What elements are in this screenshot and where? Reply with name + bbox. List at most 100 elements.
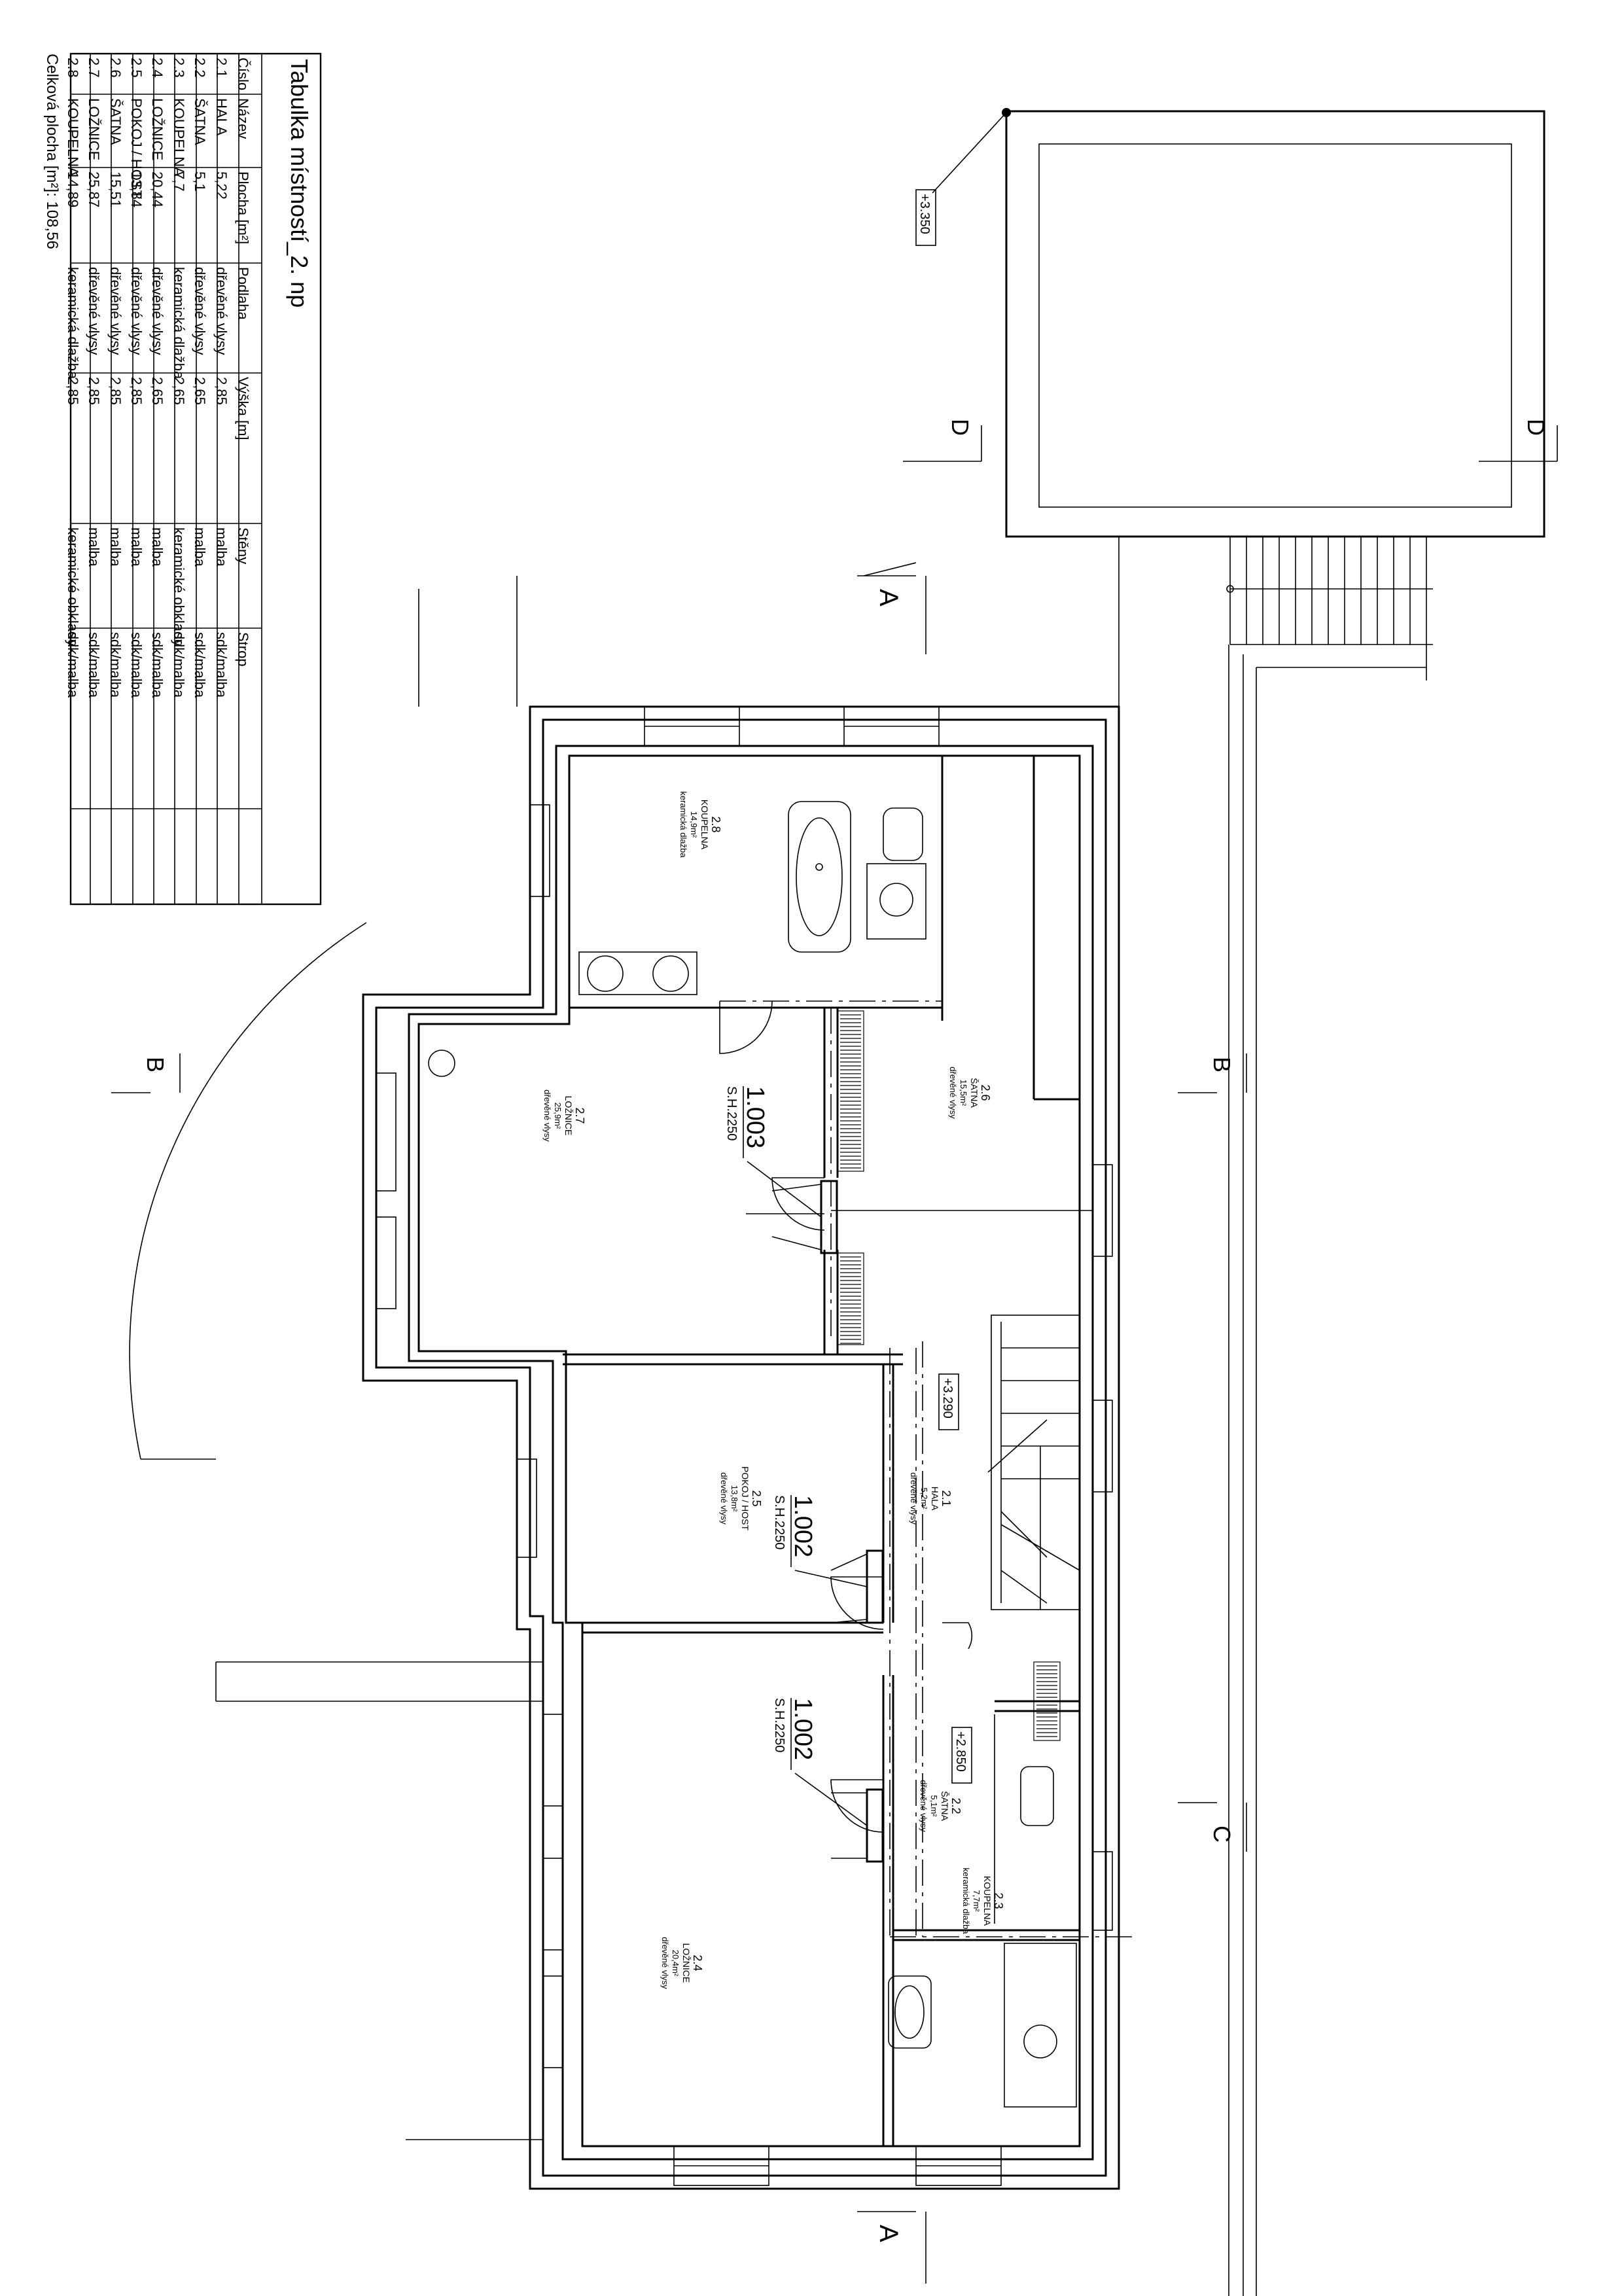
table-cell: keramická dlažba <box>171 267 187 380</box>
room-label-2-3: 2.3 KOUPELNA 7,7m² keramická dlažba <box>961 1867 1005 1934</box>
svg-text:dřevěné vlysy: dřevěné vlysy <box>909 1472 919 1525</box>
svg-text:dřevěné vlysy: dřevěné vlysy <box>542 1089 552 1142</box>
section-marks: A A B B C D D <box>111 419 1558 2284</box>
svg-text:keramická dlažba: keramická dlažba <box>679 791 688 858</box>
level-mark-2: +3.290 <box>940 1378 955 1419</box>
section-label-a-top: A <box>874 589 903 607</box>
table-cell: 2,65 <box>192 377 208 405</box>
section-label-a-bottom: A <box>874 2225 903 2242</box>
table-title: Tabulka místností_2. np <box>286 59 313 308</box>
table-cell: dřevěné vlysy <box>128 267 145 355</box>
svg-text:S.H.2250: S.H.2250 <box>772 1495 786 1549</box>
svg-text:25,9m²: 25,9m² <box>553 1103 563 1129</box>
table-header-cell: Číslo <box>235 58 251 90</box>
svg-text:S.H.2250: S.H.2250 <box>724 1086 739 1140</box>
building-walls <box>362 705 1120 2190</box>
table-total: Celková plocha [m²]: 108,56 <box>43 54 61 249</box>
table-cell: keramické obklady <box>65 527 81 646</box>
svg-text:dřevěné vlysy: dřevěné vlysy <box>919 1780 928 1832</box>
room-labels: 2.8 KOUPELNA 14,9m² keramická dlažba 2.7… <box>542 791 1005 1989</box>
room-label-2-4: 2.4 LOŽNICE 20,4m² dřevěné vlysy <box>660 1937 704 1989</box>
section-label-d-right: D <box>1523 419 1549 436</box>
table-cell: 5,1 <box>192 171 208 192</box>
windows <box>376 706 1113 2186</box>
level-mark-3: +2.850 <box>953 1731 968 1772</box>
level-marks: +3.350 +3.290 +2.850 <box>915 189 972 1784</box>
table-cell: sdk/malba <box>107 632 124 698</box>
table-cell: 20,44 <box>149 171 166 207</box>
svg-text:2.4: 2.4 <box>691 1954 704 1971</box>
table-cell: 2,85 <box>65 377 81 405</box>
svg-text:ŠATNA: ŠATNA <box>969 1078 980 1108</box>
table-cell: 2.6 <box>107 58 124 78</box>
table-cell: KOUPELNA <box>65 98 81 177</box>
svg-text:HALA: HALA <box>930 1487 940 1511</box>
unit-label-1002-b: 1.002 S.H.2250 <box>772 1698 817 1770</box>
svg-text:1.002: 1.002 <box>789 1698 817 1760</box>
table-header-cell: Stěny <box>235 527 251 564</box>
table-cell: sdk/malba <box>171 632 187 698</box>
svg-text:2.8: 2.8 <box>709 816 722 832</box>
table-cell: malba <box>192 527 208 567</box>
table-cell: malba <box>213 527 230 567</box>
room-label-2-8: 2.8 KOUPELNA 14,9m² keramická dlažba <box>679 791 722 858</box>
svg-text:POKOJ / HOST: POKOJ / HOST <box>740 1466 750 1530</box>
table-cell: keramická dlažba <box>65 267 81 380</box>
table-cell: 2,65 <box>149 377 166 405</box>
table-cell: LOŽNICE <box>149 98 166 160</box>
table-cell: POKOJ / HOST <box>128 98 145 199</box>
table-cell: sdk/malba <box>128 632 145 698</box>
svg-text:5,2m²: 5,2m² <box>919 1487 929 1510</box>
svg-text:5,1m²: 5,1m² <box>929 1795 939 1817</box>
svg-text:20,4m²: 20,4m² <box>671 1950 680 1977</box>
svg-text:2.3: 2.3 <box>992 1892 1005 1909</box>
table-cell: HALA <box>213 98 230 136</box>
table-cell: 2.2 <box>192 58 208 78</box>
unit-labels: 1.003 S.H.2250 1.002 S.H.2250 1.002 S.H.… <box>724 1086 868 1826</box>
table-cell: 2,65 <box>171 377 187 405</box>
table-cell: sdk/malba <box>213 632 230 698</box>
svg-text:15,5m²: 15,5m² <box>959 1080 968 1106</box>
unit-label-1003: 1.003 S.H.2250 <box>724 1086 769 1158</box>
site-outlines <box>129 576 543 2140</box>
table-cell: 2.7 <box>86 58 102 78</box>
table-header-cell: Plocha [m²] <box>235 171 251 244</box>
table-cell: malba <box>107 527 124 567</box>
sanitary-fixtures <box>428 801 1077 2108</box>
svg-text:14,9m²: 14,9m² <box>689 811 699 838</box>
section-label-b-left: B <box>142 1057 169 1072</box>
table-cell: 2,85 <box>128 377 145 405</box>
table-cell: 2.5 <box>128 58 145 78</box>
svg-text:keramická dlažba: keramická dlažba <box>961 1867 971 1934</box>
svg-text:1.002: 1.002 <box>789 1495 817 1557</box>
table-cell: 7,7 <box>171 171 187 192</box>
unit-label-1002-a: 1.002 S.H.2250 <box>772 1495 817 1567</box>
table-cell: 2.3 <box>171 58 187 78</box>
room-schedule-table: Tabulka místností_2. np ČísloNázevPlocha… <box>43 52 322 906</box>
table-cell: 2.1 <box>213 58 230 78</box>
svg-text:2.7: 2.7 <box>573 1107 586 1123</box>
table-cell: dřevěné vlysy <box>86 267 102 355</box>
svg-text:LOŽNICE: LOŽNICE <box>563 1096 574 1136</box>
section-label-c: C <box>1209 1826 1235 1843</box>
svg-text:KOUPELNA: KOUPELNA <box>982 1876 993 1926</box>
section-label-b-right: B <box>1209 1057 1235 1072</box>
terrace-block <box>932 108 1545 2296</box>
table-cell: 2,85 <box>86 377 102 405</box>
table-cell: malba <box>149 527 166 567</box>
svg-text:2.2: 2.2 <box>949 1797 962 1814</box>
svg-text:dřevěné vlysy: dřevěné vlysy <box>719 1472 729 1525</box>
table-cell: dřevěné vlysy <box>149 267 166 355</box>
axis-lines <box>720 1000 1132 1937</box>
table-cell: dřevěné vlysy <box>192 267 208 355</box>
table-cell: sdk/malba <box>65 632 81 698</box>
section-label-d-left: D <box>947 419 974 436</box>
table-cell: 2,85 <box>213 377 230 405</box>
table-cell: ŠATNA <box>192 98 208 145</box>
svg-text:2.6: 2.6 <box>979 1084 992 1101</box>
table-cell: malba <box>128 527 145 567</box>
room-label-2-2: 2.2 ŠATNA 5,1m² dřevěné vlysy <box>919 1780 962 1832</box>
level-mark-1: +3.350 <box>917 194 932 234</box>
room-label-2-1: 2.1 HALA 5,2m² dřevěné vlysy <box>909 1472 953 1525</box>
